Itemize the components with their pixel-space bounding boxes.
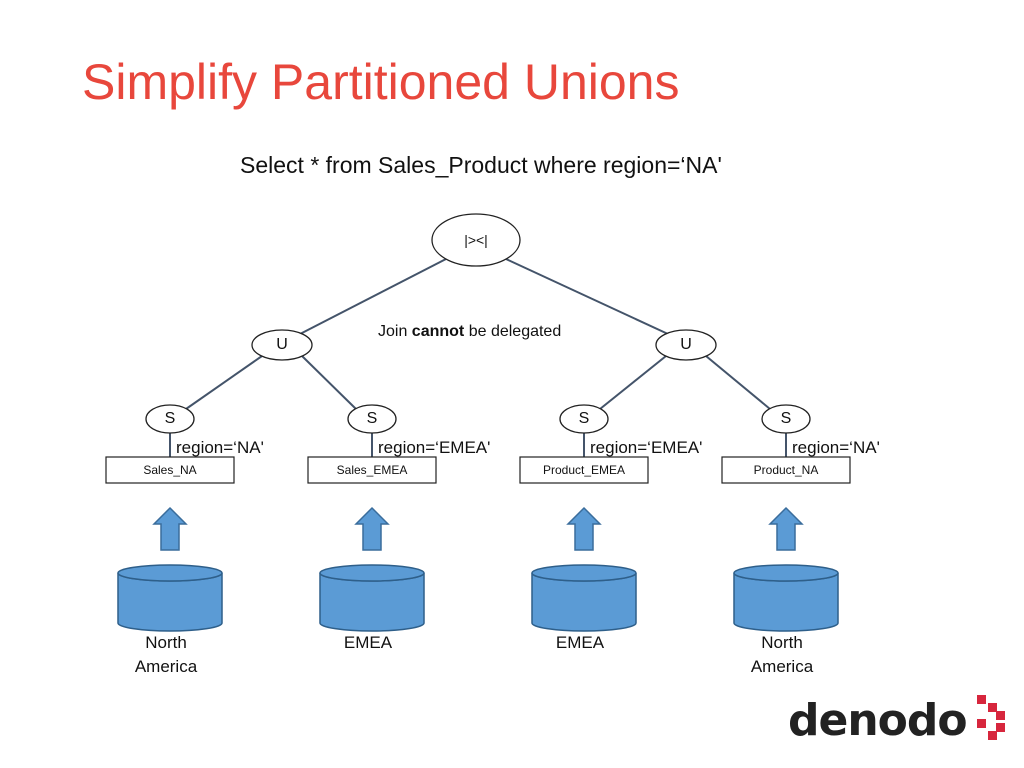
edge-union-select (705, 355, 771, 410)
slide-title: Simplify Partitioned Unions (82, 54, 680, 110)
select-node (559, 404, 609, 434)
edge-join-union (299, 258, 447, 335)
nodes (105, 213, 851, 484)
table-box (721, 456, 851, 484)
filter-condition: region=‘EMEA' (590, 438, 703, 457)
union-node (655, 329, 717, 361)
delegation-note: Join cannot be delegated (378, 322, 561, 342)
source-location: EMEA (556, 631, 604, 655)
up-arrow-icon (152, 506, 188, 551)
database-top (319, 564, 425, 582)
table-name: Product_NA (753, 463, 819, 477)
join-node-label: |><| (464, 232, 488, 248)
edge-union-select (301, 355, 357, 410)
database-top (531, 564, 637, 582)
select-node-label: S (366, 410, 378, 427)
union-node (251, 329, 313, 361)
up-arrow-icon (566, 506, 602, 551)
source-location-line: North (145, 633, 187, 652)
query-text: Select * from Sales_Product where region… (240, 152, 722, 178)
table-name: Sales_NA (143, 463, 197, 477)
select-node (347, 404, 397, 434)
select-node-label: S (578, 410, 590, 427)
filter-condition: region=‘EMEA' (378, 438, 491, 457)
table-box (105, 456, 235, 484)
source-location: EMEA (344, 631, 392, 655)
table-name: Product_EMEA (542, 463, 626, 477)
source-location-line: North (761, 633, 803, 652)
select-node (145, 404, 195, 434)
up-arrow-icon (768, 506, 804, 551)
up-arrow-icon (354, 506, 390, 551)
filter-condition: region=‘NA' (792, 438, 880, 457)
union-node-label: U (680, 336, 692, 353)
union-node-label: U (276, 336, 288, 353)
logo-mark-icon (969, 691, 1009, 751)
denodo-logo: denodo (788, 686, 1009, 756)
edge-union-select (185, 355, 263, 410)
table-name: Sales_EMEA (336, 463, 408, 477)
source-location-line: America (750, 657, 814, 676)
select-node-label: S (780, 410, 792, 427)
edge-join-union (505, 258, 669, 335)
note-emphasis: cannot (411, 323, 465, 340)
note-suffix: be delegated (464, 323, 562, 340)
edge-union-select (599, 355, 667, 410)
note-prefix: Join (378, 323, 412, 340)
source-location-line: America (134, 657, 198, 676)
select-node-label: S (164, 410, 176, 427)
join-node (431, 213, 521, 267)
table-box (307, 456, 437, 484)
table-box (519, 456, 649, 484)
database-top (733, 564, 839, 582)
source-location-line: EMEA (343, 633, 393, 652)
arrows (152, 506, 804, 551)
databases (117, 564, 839, 632)
edges (169, 258, 787, 457)
database-top (117, 564, 223, 582)
filter-condition: region=‘NA' (176, 438, 264, 457)
logo-text: denodo (788, 695, 968, 746)
source-location-line: EMEA (555, 633, 605, 652)
select-node (761, 404, 811, 434)
